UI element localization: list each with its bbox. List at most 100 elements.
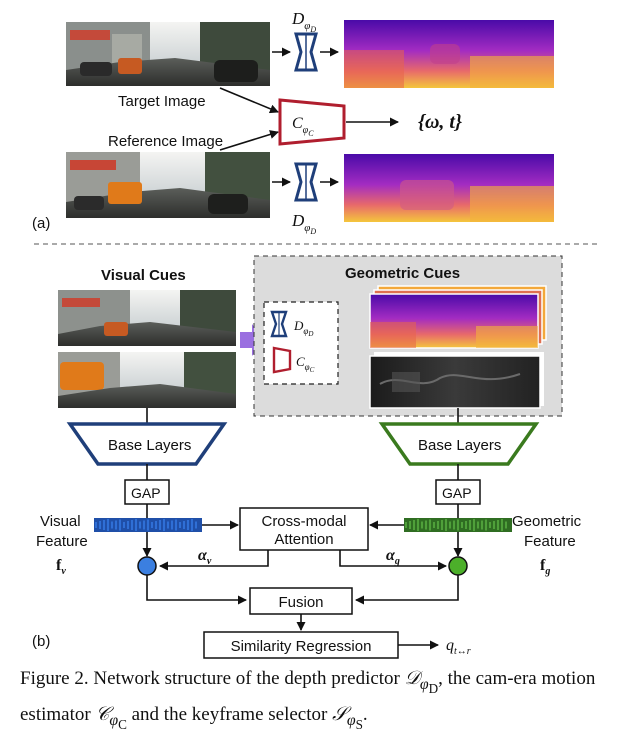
feature-stripe: [425, 520, 427, 530]
feature-stripe: [167, 521, 169, 529]
feature-stripe: [477, 521, 479, 529]
arrow-geo-to-fusion: [355, 575, 459, 605]
depth-predictor-bottom: [294, 162, 318, 202]
caption-c-sub: φ: [109, 711, 119, 729]
feature-stripe: [115, 520, 117, 530]
feature-stripe: [449, 521, 451, 529]
feature-stripe: [107, 519, 109, 531]
caption-part4: .: [362, 703, 368, 725]
feature-stripe: [103, 520, 105, 530]
arrow-attention-to-visual-dot: [159, 550, 269, 571]
cross-modal-label-2: Attention: [274, 531, 333, 548]
feature-stripe: [139, 521, 141, 529]
feature-stripe: [195, 521, 197, 529]
feature-stripe: [131, 520, 133, 530]
geometric-feature-bar: [404, 518, 512, 532]
fusion-label: Fusion: [278, 594, 323, 611]
panel-a-label: (a): [32, 215, 50, 232]
visual-feature-symbol: fv: [56, 557, 66, 577]
caption-c-symbol: 𝒞: [95, 703, 110, 725]
feature-stripe: [123, 522, 125, 528]
gap-geometric-label: GAP: [442, 485, 472, 501]
visual-feature-label-2: Feature: [36, 533, 88, 550]
feature-stripe: [175, 519, 177, 531]
caption-d-sub: φ: [419, 675, 429, 693]
caption-c-subsub: C: [118, 716, 127, 732]
arrow-reference-to-motion: [219, 130, 279, 151]
figure-caption: Figure 2. Network structure of the depth…: [20, 666, 610, 738]
caption-s-subsub: S: [355, 716, 363, 732]
feature-stripe: [99, 521, 101, 529]
visual-cues-title: Visual Cues: [101, 267, 186, 284]
feature-stripe: [183, 521, 185, 529]
caption-d-symbol: 𝒟: [404, 668, 420, 689]
motion-estimator-small: [272, 346, 292, 374]
feature-stripe: [501, 519, 503, 531]
geometric-cues-title: Geometric Cues: [345, 265, 460, 282]
gap-geometric: [435, 479, 481, 505]
arrow-visual-to-fusion: [146, 575, 247, 605]
feature-stripe: [405, 522, 407, 528]
geometric-feature-label-2: Feature: [524, 533, 576, 550]
feature-stripe: [461, 522, 463, 528]
visual-cue-image-2: [58, 352, 236, 408]
base-layers-visual: [66, 422, 228, 466]
feature-stripe: [493, 521, 495, 529]
visual-feature-label-1: Visual: [40, 513, 81, 530]
geometric-depth-maps: [369, 285, 547, 349]
caption-part1: Figure 2. Network structure of the depth…: [20, 668, 405, 689]
motion-estimator-label: CφC: [292, 115, 314, 138]
depth-predictor-small-label: DφD: [293, 318, 313, 338]
feature-stripe: [159, 520, 161, 530]
feature-stripe: [421, 521, 423, 529]
depth-predictor-label-top: DφD: [291, 9, 316, 34]
feature-stripe: [417, 519, 419, 531]
motion-output: {ω, t}: [418, 111, 462, 133]
reference-image: [66, 152, 270, 218]
reference-image-label: Reference Image: [108, 133, 223, 150]
feature-stripe: [187, 520, 189, 530]
networks-box: [263, 301, 339, 385]
feature-stripe: [429, 519, 431, 531]
feature-stripe: [489, 522, 491, 528]
motion-estimator: [278, 98, 346, 146]
similarity-regression-box: [203, 631, 399, 659]
caption-d-subsub: D: [428, 680, 439, 696]
gap-visual: [124, 479, 170, 505]
visual-feature-bar: [94, 518, 202, 532]
feature-stripe: [147, 519, 149, 531]
feature-stripe: [151, 522, 153, 528]
feature-stripe: [469, 520, 471, 530]
geometric-weighting-node: [448, 556, 468, 576]
feature-stripe: [191, 519, 193, 531]
geometric-feature-symbol: fg: [540, 557, 550, 577]
geometric-error-map: [369, 352, 544, 409]
depth-predictor-label-bottom: DφD: [291, 211, 316, 236]
caption-s-sub: φ: [346, 711, 356, 729]
feature-stripe: [485, 519, 487, 531]
motion-estimator-small-label: CφC: [296, 354, 315, 374]
feature-stripe: [179, 522, 181, 528]
caption-part3: and the keyframe selector: [126, 703, 333, 725]
feature-stripe: [433, 522, 435, 528]
feature-stripe: [135, 519, 137, 531]
feature-stripe: [441, 520, 443, 530]
base-layers-visual-label: Base Layers: [108, 437, 191, 454]
feature-stripe: [171, 520, 173, 530]
alpha-g-label: αg: [386, 547, 400, 567]
feature-stripe: [163, 519, 165, 531]
arrow-target-to-motion: [219, 87, 279, 114]
feature-stripe: [445, 519, 447, 531]
feature-stripe: [119, 519, 121, 531]
target-image-label: Target Image: [118, 93, 206, 110]
depth-map-bottom: [344, 154, 554, 222]
base-layers-geometric-label: Base Layers: [418, 437, 501, 454]
cross-modal-label-1: Cross-modal: [261, 513, 346, 530]
feature-stripe: [143, 520, 145, 530]
feature-stripe: [465, 521, 467, 529]
geometric-feature-label-1: Geometric: [512, 513, 582, 530]
feature-stripe: [111, 521, 113, 529]
base-layers-geometric: [378, 422, 540, 466]
figure-diagram: Target Image Reference Image DφD DφD: [32, 9, 600, 659]
feature-stripe: [473, 519, 475, 531]
